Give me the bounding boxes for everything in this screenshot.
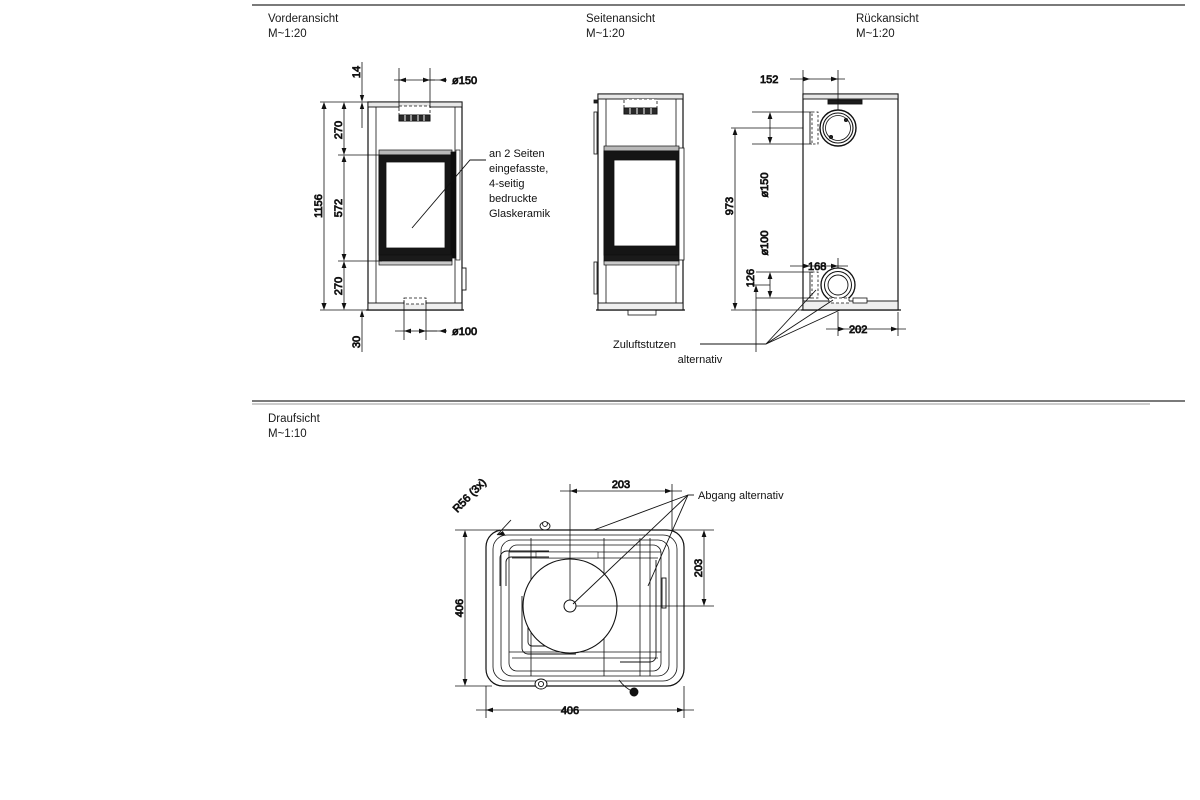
annotation-zuluft-line2: alternativ	[678, 354, 723, 366]
dim-label-front-glass-height: 572	[333, 199, 345, 217]
front-view-drawing	[366, 101, 467, 311]
dim-top-406-vertical: 406	[454, 529, 500, 687]
dim-label-front-flue-diameter: ø150	[452, 75, 477, 87]
view-title-top: Draufsicht	[268, 413, 321, 425]
front-air-inlet-hidden	[403, 297, 427, 305]
dim-label-rear-inlet-height: 126	[745, 269, 757, 287]
annotation-glass-line3: 4-seitig	[489, 178, 524, 190]
view-title-rear: Rückansicht	[856, 13, 919, 25]
dim-rear-168: 168	[790, 258, 848, 300]
annotation-leader-glass	[411, 159, 486, 229]
side-view-drawing	[593, 93, 685, 316]
annotation-glass-line1: an 2 Seiten	[489, 148, 545, 160]
view-scale-side: M~1:20	[586, 28, 625, 40]
dim-top-203-horizontal: 203	[560, 479, 682, 600]
annotation-leader-zuluft	[700, 289, 841, 345]
rear-view-annotation: Zuluftstutzen alternativ	[613, 289, 841, 366]
dim-front-14: 14	[351, 62, 365, 128]
dim-top-406-horizontal: 406	[476, 686, 694, 718]
dim-label-top-depth: 406	[454, 599, 466, 617]
dim-label-top-width: 406	[561, 705, 579, 717]
dim-label-rear-depth-offset: 202	[849, 324, 867, 336]
front-view-annotation: an 2 Seiten eingefasste, 4-seitig bedruc…	[411, 148, 551, 229]
view-title-side: Seitenansicht	[586, 13, 656, 25]
dim-front-572: 572	[333, 155, 347, 261]
top-flue-center	[563, 599, 577, 613]
view-scale-rear: M~1:20	[856, 28, 895, 40]
front-flue-grille	[398, 105, 431, 122]
dim-front-1156: 1156	[313, 102, 327, 310]
annotation-glass-line5: Glaskeramik	[489, 208, 551, 220]
dim-label-top-half-depth: 203	[693, 559, 705, 577]
view-titles: Vorderansicht M~1:20 Seitenansicht M~1:2…	[268, 13, 919, 440]
top-view-drawing	[485, 521, 685, 697]
view-scale-front: M~1:20	[268, 28, 307, 40]
dim-label-rear-inlet-offset: 168	[808, 261, 826, 273]
dim-rear-973: 973	[724, 127, 803, 311]
dim-label-rear-flue-offset: 152	[760, 74, 778, 86]
dim-front-inlet-100: ø100	[395, 300, 477, 340]
dim-label-top-half-width: 203	[612, 479, 630, 491]
sheet-rules	[252, 4, 1185, 405]
top-small-fittings	[534, 521, 667, 697]
view-scale-top: M~1:10	[268, 428, 307, 440]
annotation-glass-line2: eingefasste,	[489, 163, 548, 175]
top-view-annotation: Abgang alternativ	[572, 490, 784, 605]
dim-label-front-total-height: 1156	[313, 194, 325, 218]
top-inner-contour-1	[492, 534, 678, 682]
rear-view-dimensions: 152 973 ø150 ø100	[724, 70, 906, 352]
rear-view-drawing	[801, 93, 901, 311]
dim-label-rear-flue-height: 973	[724, 197, 736, 215]
dim-front-30: 30	[351, 310, 365, 352]
dim-label-front-inlet-diameter: ø100	[452, 326, 477, 338]
dim-rear-152: 152	[760, 70, 845, 110]
dim-rear-202: 202	[826, 312, 906, 336]
dim-label-front-lower-segment: 270	[333, 277, 345, 295]
rear-flue-collar	[809, 109, 857, 147]
dim-rear-150: ø150	[752, 111, 812, 198]
top-inner-contour-2	[500, 539, 670, 677]
annotation-leader-abgang	[572, 494, 694, 605]
front-side-handle	[461, 267, 467, 291]
dim-label-front-top-segment: 270	[333, 121, 345, 139]
front-glass-door	[378, 149, 461, 266]
dim-front-270-bottom: 270	[333, 261, 347, 310]
dim-label-front-base-height: 30	[351, 336, 363, 348]
annotation-zuluft-line1: Zuluftstutzen	[613, 339, 676, 351]
annotation-abgang-line1: Abgang alternativ	[698, 490, 784, 502]
annotation-glass-line4: bedruckte	[489, 193, 537, 205]
front-view-dimensions: 1156 270 572 270 14	[313, 62, 477, 352]
view-title-front: Vorderansicht	[268, 13, 339, 25]
dim-label-front-top-offset: 14	[351, 66, 363, 78]
dim-label-rear-flue-diameter: ø150	[759, 172, 771, 197]
rear-air-inlet-collar	[809, 267, 856, 303]
dim-rear-126: 126	[745, 268, 770, 352]
dim-front-flue-150: ø150	[394, 68, 477, 108]
dim-label-rear-inlet-diameter: ø100	[759, 230, 771, 255]
dim-top-203-vertical: 203	[576, 529, 714, 607]
dim-front-270-top: 270	[333, 102, 347, 155]
